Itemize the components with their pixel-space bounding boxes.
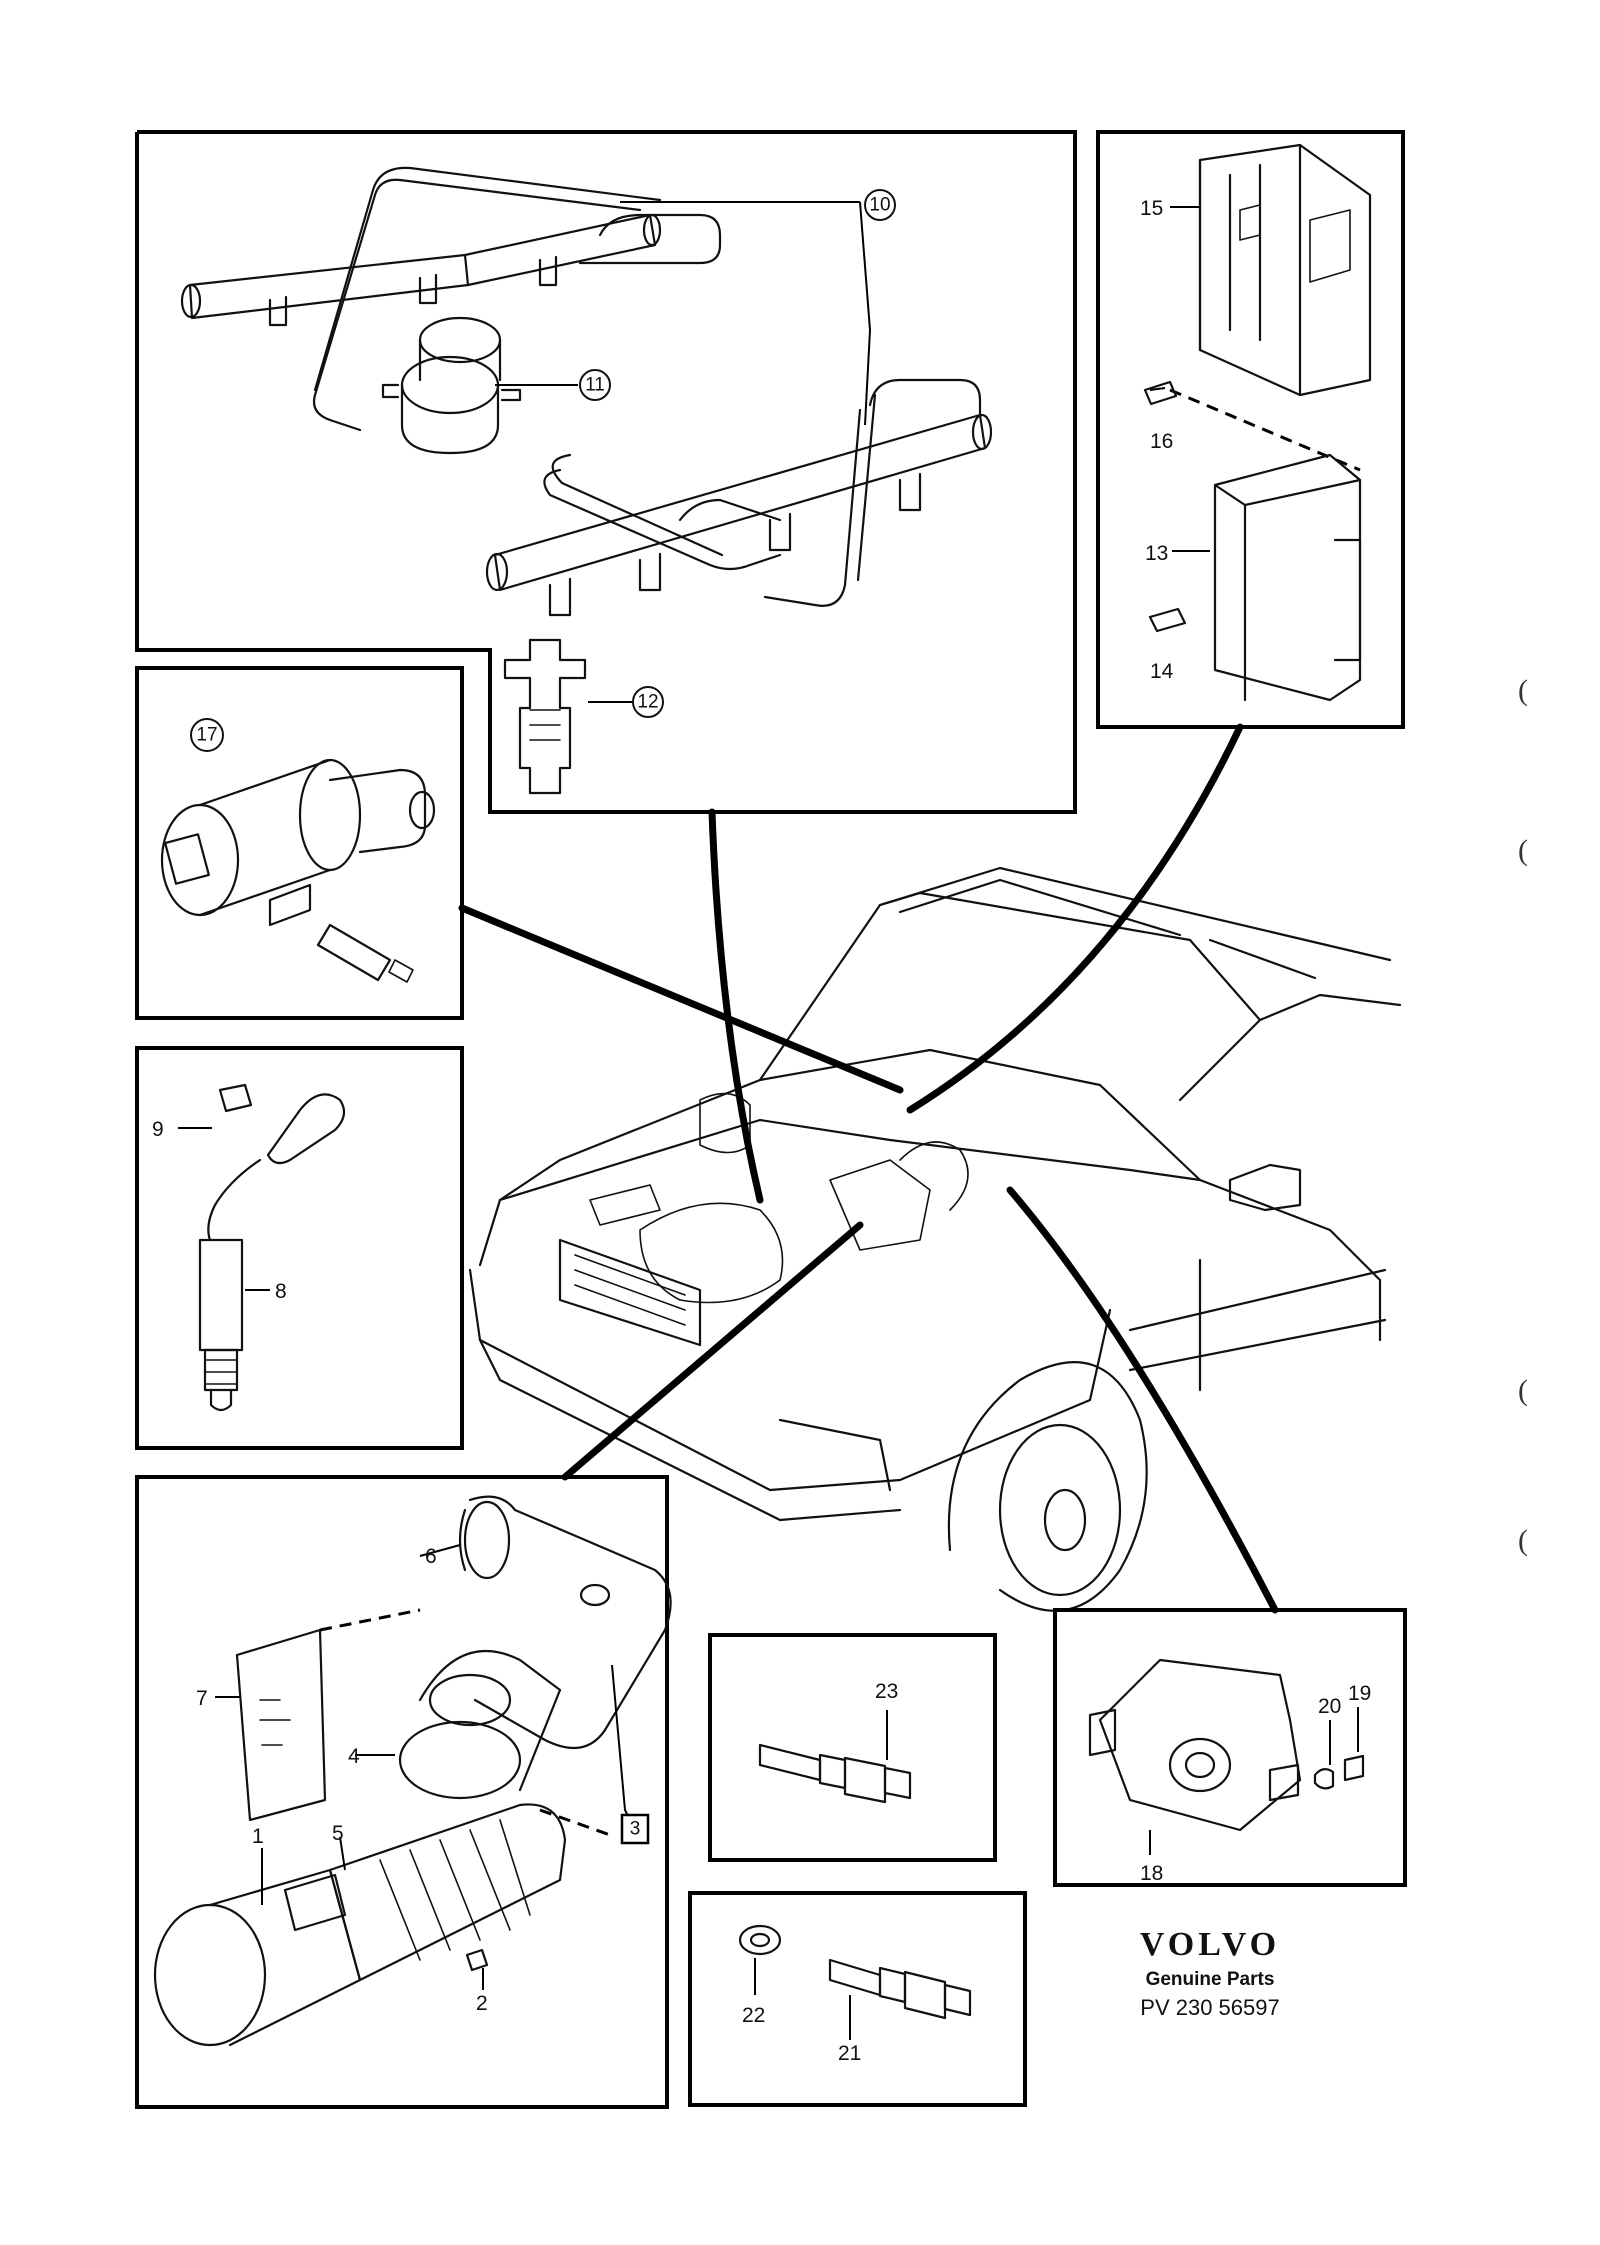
label-5: 5 bbox=[332, 1822, 344, 1845]
panel-temp-sensor-23: 23 bbox=[708, 1633, 997, 1862]
panel-air-intake: 3 6 7 4 5 1 2 bbox=[135, 1475, 672, 2109]
label-2: 2 bbox=[476, 1992, 488, 2015]
label-14: 14 bbox=[1150, 660, 1174, 683]
label-20: 20 bbox=[1318, 1695, 1341, 1718]
label-11: 11 bbox=[585, 375, 605, 396]
callout-3-box bbox=[620, 1813, 650, 1845]
callout-12 bbox=[632, 686, 664, 718]
label-1: 1 bbox=[252, 1825, 264, 1848]
margin-marks: ( ( ( ( bbox=[1518, 674, 1528, 1557]
label-13: 13 bbox=[1145, 542, 1168, 565]
panel-temp-sensor-21: 22 21 bbox=[688, 1891, 1027, 2107]
label-23: 23 bbox=[875, 1680, 898, 1703]
panel-fuel-rail: 10 11 12 bbox=[135, 130, 1077, 814]
margin-mark: ( bbox=[1518, 1374, 1528, 1407]
label-4: 4 bbox=[348, 1745, 360, 1768]
panel-lambda-sensor: 9 8 bbox=[135, 1046, 464, 1450]
brand-logo: VOLVO bbox=[1140, 1926, 1280, 1963]
panel-control-unit: 15 16 13 14 bbox=[1096, 130, 1405, 729]
label-21: 21 bbox=[838, 2042, 861, 2065]
label-15: 15 bbox=[1140, 197, 1163, 220]
pointer-lines bbox=[458, 723, 1279, 1614]
panel-air-valve: 17 bbox=[135, 666, 464, 1020]
callout-11 bbox=[579, 369, 611, 401]
margin-mark: ( bbox=[1518, 674, 1528, 707]
label-19: 19 bbox=[1348, 1682, 1371, 1705]
brand-tagline: Genuine Parts bbox=[1146, 1969, 1275, 1990]
label-12: 12 bbox=[637, 692, 658, 713]
callout-10 bbox=[864, 189, 896, 221]
label-22: 22 bbox=[742, 2004, 765, 2027]
margin-mark: ( bbox=[1518, 834, 1528, 867]
label-16: 16 bbox=[1150, 430, 1173, 453]
margin-mark: ( bbox=[1518, 1524, 1528, 1557]
label-10: 10 bbox=[869, 195, 890, 216]
callout-17 bbox=[190, 718, 224, 752]
label-18: 18 bbox=[1140, 1862, 1163, 1885]
label-3: 3 bbox=[630, 1819, 641, 1840]
label-7: 7 bbox=[196, 1687, 208, 1710]
label-6: 6 bbox=[425, 1545, 437, 1568]
label-8: 8 bbox=[275, 1280, 287, 1303]
brand-block: VOLVO Genuine Parts PV 230 56597 bbox=[1140, 1926, 1280, 2020]
part-code: PV 230 56597 bbox=[1140, 1995, 1279, 2020]
label-17: 17 bbox=[196, 725, 217, 746]
label-9: 9 bbox=[152, 1118, 164, 1141]
car-illustration bbox=[468, 866, 1402, 1612]
mirror bbox=[1228, 1163, 1302, 1212]
panel-throttle-switch: 18 20 19 bbox=[1053, 1608, 1407, 1887]
